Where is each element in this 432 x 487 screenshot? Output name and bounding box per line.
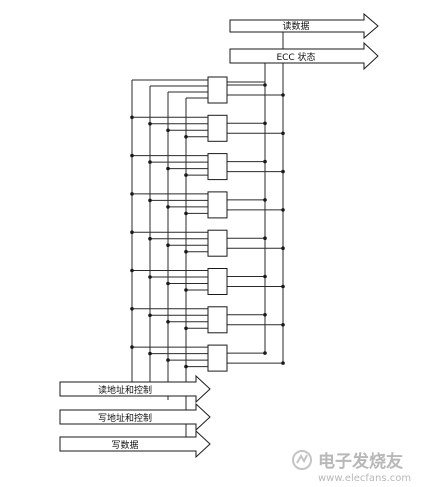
junction-dot <box>281 361 285 365</box>
junction-dot <box>148 198 152 203</box>
junction-dot <box>148 236 152 241</box>
write-data-input-arrow: 写数据 <box>59 429 211 459</box>
junction-dot <box>130 115 134 120</box>
write-addr-ctrl-label: 写地址和控制 <box>98 412 152 424</box>
ecc-status-label: ECC 状态 <box>276 51 315 63</box>
memory-blocks <box>207 76 228 372</box>
junction-dot <box>130 307 134 311</box>
memory-block <box>207 344 228 372</box>
memory-block <box>207 114 228 142</box>
junction-dot <box>281 246 285 250</box>
junction-dot <box>166 128 170 133</box>
memory-block <box>207 306 228 334</box>
read-addr-ctrl-label: 读地址和控制 <box>98 384 152 396</box>
memory-block <box>207 191 228 219</box>
junction-dot <box>130 192 134 196</box>
junction-dot <box>166 243 170 247</box>
junction-dot <box>281 93 285 97</box>
junction-dot <box>184 364 188 369</box>
write-addr-ctrl-input-arrow: 写地址和控制 <box>59 402 211 432</box>
junction-dot <box>130 153 134 158</box>
junction-dot <box>166 281 170 286</box>
junction-dot <box>263 274 267 279</box>
junction-dot <box>263 236 267 240</box>
junction-dot <box>281 131 285 136</box>
junction-dot <box>166 205 170 209</box>
junction-dot <box>166 358 170 362</box>
junction-dot <box>184 249 188 254</box>
junction-dot <box>166 320 170 324</box>
junction-dot <box>184 288 188 292</box>
memory-block <box>207 76 228 104</box>
ecc-status-output-arrow: ECC 状态 <box>229 41 379 71</box>
memory-block <box>207 268 228 295</box>
junction-dot <box>263 83 267 87</box>
junction-dot <box>263 351 267 355</box>
watermark-logo-icon <box>292 450 312 470</box>
junction-dots <box>130 83 285 369</box>
watermark-brand: 电子发烧友 <box>318 451 403 472</box>
junction-dot <box>130 268 134 273</box>
junction-dot <box>130 230 134 234</box>
junction-dot <box>263 121 267 126</box>
junction-dot <box>148 122 152 126</box>
junction-dot <box>184 211 188 216</box>
junction-dot <box>130 345 134 349</box>
bus-wires <box>131 32 284 437</box>
junction-dot <box>148 313 152 318</box>
junction-dot <box>148 160 152 164</box>
junction-dot <box>166 166 170 171</box>
read-data-output-arrow: 读数据 <box>229 12 379 40</box>
watermark: 电子发烧友 www.elecfans.com <box>292 450 411 484</box>
memory-block <box>207 153 228 181</box>
junction-dot <box>148 275 152 279</box>
read-data-label: 读数据 <box>282 20 309 32</box>
read-addr-ctrl-input-arrow: 读地址和控制 <box>59 374 211 404</box>
junction-dot <box>184 173 188 177</box>
junction-dot <box>263 159 267 164</box>
watermark-url: www.elecfans.com <box>318 473 411 484</box>
junction-dot <box>263 313 267 317</box>
junction-dot <box>281 284 285 289</box>
junction-dot <box>281 323 285 327</box>
junction-dot <box>148 351 152 356</box>
memory-block <box>207 229 228 257</box>
junction-dot <box>184 326 188 331</box>
junction-dot <box>184 135 188 139</box>
junction-dot <box>281 169 285 174</box>
write-data-label: 写数据 <box>111 439 138 451</box>
junction-dot <box>281 208 285 212</box>
junction-dot <box>263 198 267 202</box>
